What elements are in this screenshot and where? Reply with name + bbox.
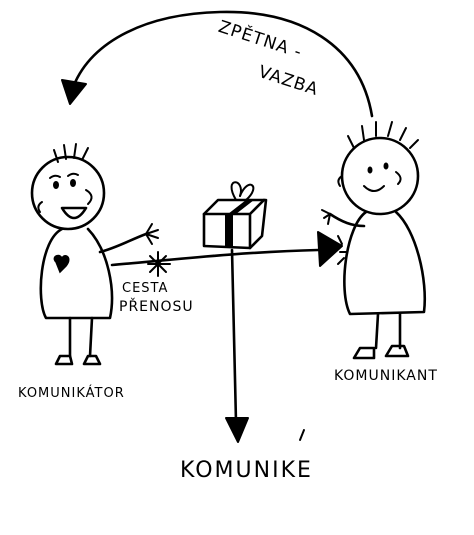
heart-icon (53, 254, 70, 274)
sender-label: KOMUNIKÁTOR (18, 386, 125, 401)
message-label: KOMUNIKE (180, 458, 313, 483)
receiver-hair (347, 121, 419, 149)
message-arrow (225, 248, 305, 443)
gift-box-icon (202, 181, 268, 250)
receiver-label: KOMUNIKANT (334, 368, 438, 384)
receiver-figure (321, 121, 427, 360)
feedback-arrow (61, 10, 374, 118)
receiver-head (340, 136, 420, 216)
channel-arrowhead (317, 231, 343, 267)
sender-head (30, 155, 106, 231)
channel-label-line1: CESTA (122, 281, 169, 296)
sender-figure (30, 143, 159, 366)
channel-label-line2: PŘENOSU (119, 299, 194, 315)
channel-line (110, 231, 343, 277)
